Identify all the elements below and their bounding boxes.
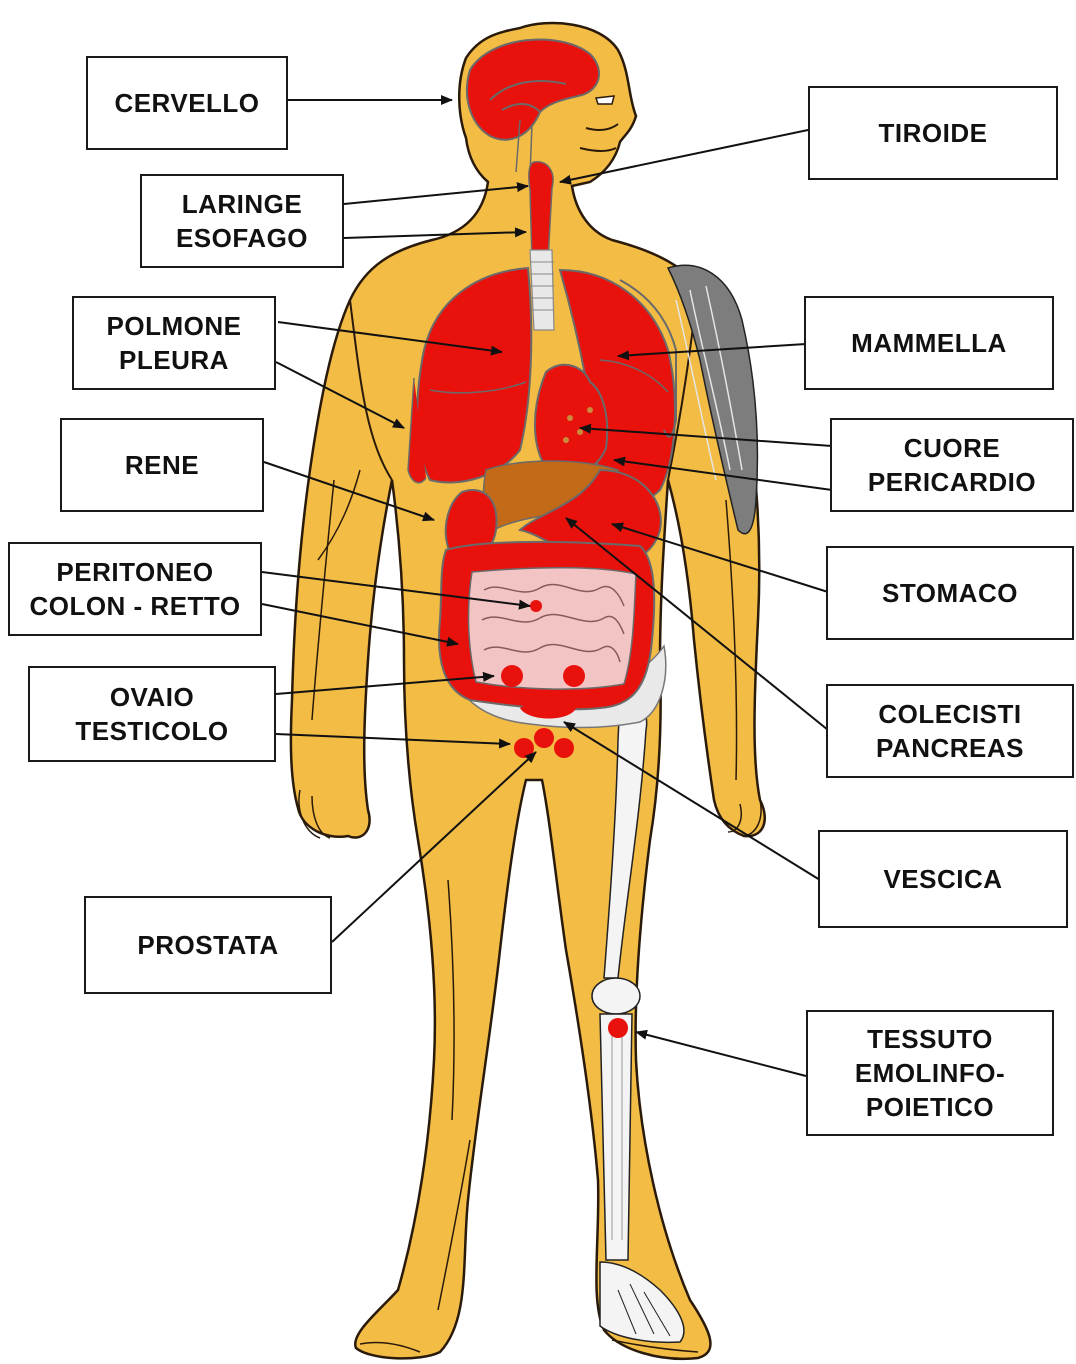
label-ovaio-testicolo: OVAIO TESTICOLO — [28, 666, 276, 762]
label-line: TESSUTO — [867, 1022, 993, 1056]
label-line: PLEURA — [119, 343, 229, 377]
label-line: PERITONEO — [56, 555, 213, 589]
label-peritoneo-colon: PERITONEO COLON - RETTO — [8, 542, 262, 636]
label-polmone-pleura: POLMONE PLEURA — [72, 296, 276, 390]
label-stomaco: STOMACO — [826, 546, 1074, 640]
label-line: COLON - RETTO — [29, 589, 240, 623]
label-line: RENE — [125, 448, 199, 482]
colon — [439, 542, 654, 709]
label-line: VESCICA — [883, 862, 1002, 896]
label-line: OVAIO — [110, 680, 194, 714]
eye-detail — [596, 96, 614, 104]
label-tiroide: TIROIDE — [808, 86, 1058, 180]
label-line: PROSTATA — [137, 928, 278, 962]
bone-marrow — [608, 1018, 628, 1038]
arrow-tessuto — [636, 1032, 806, 1076]
label-cuore-pericardio: CUORE PERICARDIO — [830, 418, 1074, 512]
label-line: CUORE — [904, 431, 1000, 465]
label-mammella: MAMMELLA — [804, 296, 1054, 390]
label-line: TIROIDE — [879, 116, 988, 150]
label-cervello: CERVELLO — [86, 56, 288, 150]
label-rene: RENE — [60, 418, 264, 512]
label-line: EMOLINFO- — [855, 1056, 1005, 1090]
label-colecisti-pancreas: COLECISTI PANCREAS — [826, 684, 1074, 778]
label-line: STOMACO — [882, 576, 1018, 610]
label-vescica: VESCICA — [818, 830, 1068, 928]
label-line: MAMMELLA — [851, 326, 1007, 360]
label-line: PERICARDIO — [868, 465, 1036, 499]
label-line: PANCREAS — [876, 731, 1024, 765]
label-laringe-esofago: LARINGE ESOFAGO — [140, 174, 344, 268]
label-line: COLECISTI — [878, 697, 1021, 731]
label-line: LARINGE — [182, 187, 303, 221]
label-line: POIETICO — [866, 1090, 994, 1124]
label-line: POLMONE — [107, 309, 242, 343]
label-line: CERVELLO — [114, 86, 259, 120]
label-prostata: PROSTATA — [84, 896, 332, 994]
label-line: ESOFAGO — [176, 221, 308, 255]
label-line: TESTICOLO — [75, 714, 228, 748]
label-tessuto: TESSUTO EMOLINFO- POIETICO — [806, 1010, 1054, 1136]
